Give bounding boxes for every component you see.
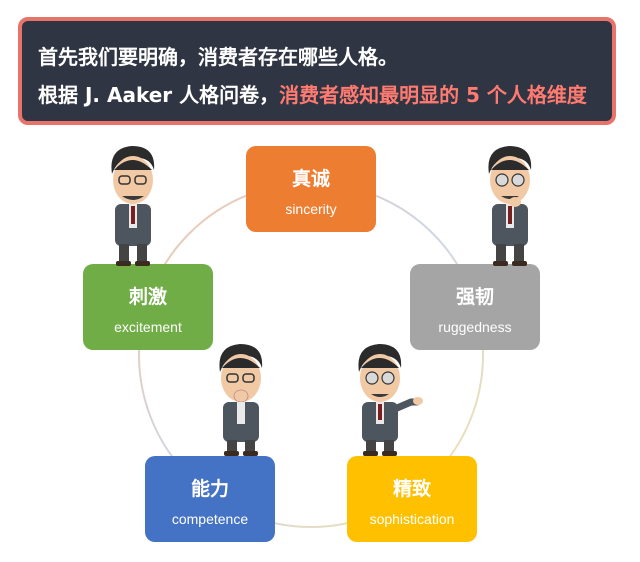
card-sincerity-zh: 真诚 xyxy=(291,168,330,190)
card-competence-zh: 能力 xyxy=(190,478,229,500)
card-sincerity-en: sincerity xyxy=(285,201,337,217)
card-excitement: 刺激 excitement xyxy=(83,264,213,350)
card-sophistication-en: sophistication xyxy=(369,511,455,527)
character-illustration-1 xyxy=(111,146,155,266)
card-sophistication-zh: 精致 xyxy=(392,478,431,500)
banner-line-1: 首先我们要明确，消费者存在哪些人格。 xyxy=(38,45,398,69)
header-banner: 首先我们要明确，消费者存在哪些人格。 根据 J. Aaker 人格问卷，消费者感… xyxy=(18,17,616,125)
banner-line-2: 根据 J. Aaker 人格问卷，消费者感知最明显的 5 个人格维度 xyxy=(38,79,587,108)
card-excitement-zh: 刺激 xyxy=(128,286,167,308)
card-ruggedness: 强韧 ruggedness xyxy=(410,264,540,350)
card-sophistication: 精致 sophistication xyxy=(347,456,477,542)
character-illustration-4 xyxy=(358,344,423,456)
banner-line-2-prefix: 根据 J. Aaker 人格问卷， xyxy=(38,83,280,107)
card-sincerity: 真诚 sincerity xyxy=(246,146,376,232)
card-ruggedness-zh: 强韧 xyxy=(455,286,494,308)
card-ruggedness-en: ruggedness xyxy=(438,319,512,335)
card-excitement-en: excitement xyxy=(114,319,182,335)
card-competence-en: competence xyxy=(171,511,249,527)
card-competence: 能力 competence xyxy=(145,456,275,542)
banner-highlight: 消费者感知最明显的 5 个人格维度 xyxy=(279,83,587,107)
character-illustration-2 xyxy=(488,146,532,266)
character-illustration-3 xyxy=(219,344,263,456)
